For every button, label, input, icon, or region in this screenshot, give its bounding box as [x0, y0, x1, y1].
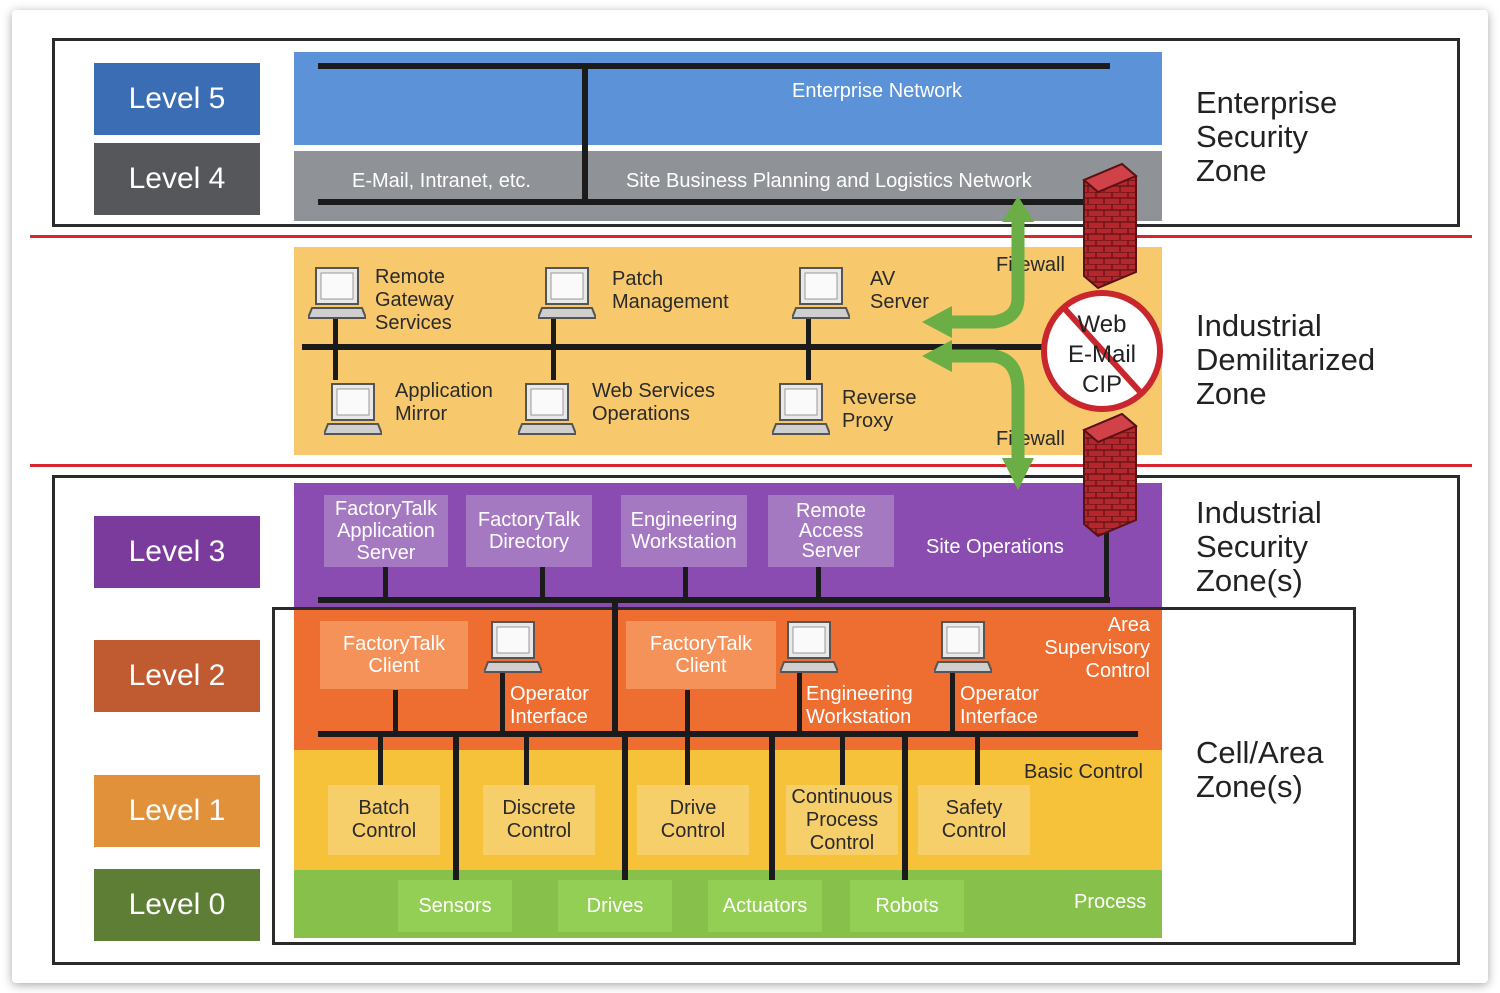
- arrowhead-icon: [922, 196, 1034, 490]
- level2-bus: [318, 731, 1138, 737]
- level1-drop-2: [524, 734, 529, 786]
- level2-drop-2: [500, 672, 505, 734]
- computer-icon: [308, 267, 366, 319]
- level1-drop-5: [975, 734, 980, 786]
- level3-drop-3: [683, 566, 688, 600]
- enterprise-drop: [582, 66, 588, 204]
- site-business-bus: [318, 199, 1110, 205]
- computer-icon: [934, 621, 992, 673]
- level3-drop-1: [383, 566, 388, 600]
- drives-box: Drives: [558, 880, 672, 932]
- firewall-icon: [1082, 412, 1138, 538]
- enterprise-zone-box: [52, 38, 1460, 227]
- email-intranet-label: E-Mail, Intranet, etc.: [352, 170, 531, 192]
- basic-control-label: Basic Control: [1024, 761, 1143, 783]
- level2-drop-1: [393, 690, 398, 734]
- zone-divider-bottom: [30, 464, 1472, 467]
- level2-drop-4: [797, 672, 802, 734]
- computer-icon: [792, 267, 850, 319]
- level0-trunk-3: [769, 734, 775, 880]
- level-4-label: Level 4: [94, 143, 260, 215]
- level1-drop-1: [378, 734, 383, 786]
- level-1-label: Level 1: [94, 775, 260, 847]
- level-0-label: Level 0: [94, 869, 260, 941]
- zone-divider-top: [30, 235, 1472, 238]
- enterprise-bus: [318, 63, 1110, 69]
- robots-box: Robots: [850, 880, 964, 932]
- site-business-label: Site Business Planning and Logistics Net…: [626, 170, 1032, 192]
- level3-to-level2-trunk: [612, 600, 618, 735]
- industrial-zone-box: [52, 475, 1460, 965]
- computer-icon: [324, 383, 382, 435]
- site-operations-label: Site Operations: [926, 536, 1064, 558]
- sensors-box: Sensors: [398, 880, 512, 932]
- level3-drop-2: [540, 566, 545, 600]
- firewall-icon: [1082, 162, 1138, 290]
- computer-icon: [772, 383, 830, 435]
- cell-area-zone-box: [272, 607, 1356, 945]
- dmz-drop-2: [551, 318, 556, 380]
- level0-trunk-1: [453, 734, 459, 880]
- computer-icon: [518, 383, 576, 435]
- computer-icon: [484, 621, 542, 673]
- level2-drop-3: [685, 690, 690, 734]
- level3-firewall-link: [1104, 530, 1109, 602]
- process-label: Process: [1074, 891, 1147, 913]
- arrow-icon: [950, 220, 1025, 460]
- dmz-drop-3: [806, 318, 811, 380]
- dmz-drop-1: [333, 318, 338, 380]
- level1-drop-4: [840, 734, 845, 786]
- level-3-label: Level 3: [94, 516, 260, 588]
- computer-icon: [780, 621, 838, 673]
- level-5-label: Level 5: [94, 63, 260, 135]
- enterprise-network-label: Enterprise Network: [792, 80, 963, 102]
- level0-trunk-2: [622, 734, 628, 880]
- level1-drop-3: [685, 734, 690, 786]
- actuators-box: Actuators: [708, 880, 822, 932]
- level0-trunk-4: [902, 734, 908, 880]
- level3-drop-4: [816, 566, 821, 600]
- dmz-bus: [302, 344, 1047, 350]
- computer-icon: [538, 267, 596, 319]
- level2-drop-5: [950, 672, 955, 734]
- level-2-label: Level 2: [94, 640, 260, 712]
- no-entry-icon: [1041, 290, 1163, 412]
- level3-bus: [318, 597, 1110, 603]
